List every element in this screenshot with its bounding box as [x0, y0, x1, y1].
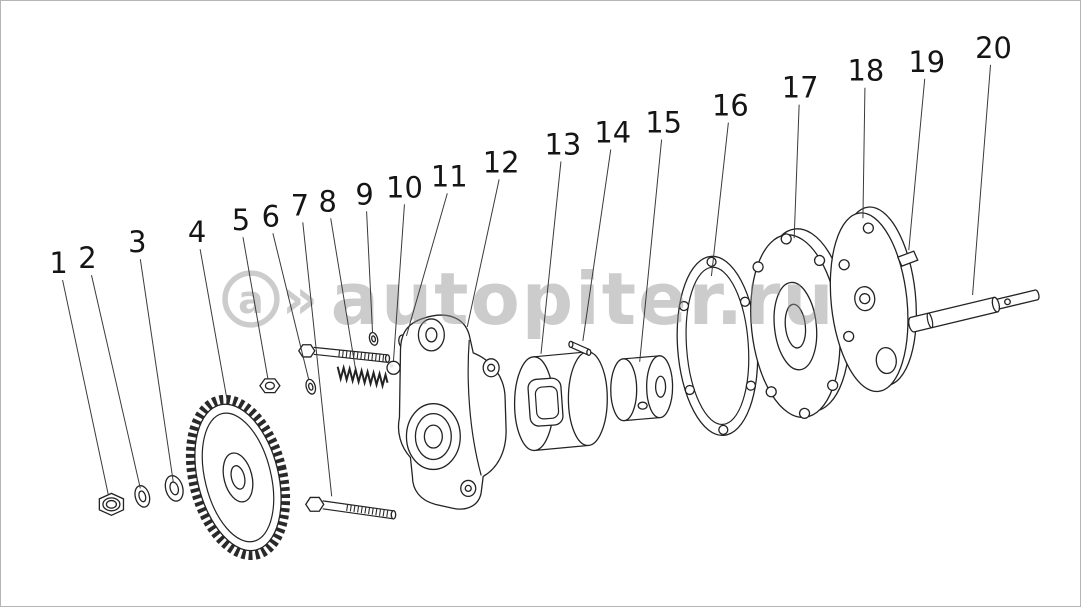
part-washer-small	[305, 378, 317, 395]
leader-line-6	[272, 233, 310, 380]
leader-line-7	[302, 222, 333, 497]
part-number-14: 14	[594, 116, 631, 150]
part-number-5: 5	[232, 203, 250, 237]
leader-line-10	[392, 204, 405, 361]
callout-19: 19	[908, 45, 945, 251]
bolt-threads	[346, 503, 392, 518]
part-pump-body	[397, 314, 507, 510]
part-washer-tiny	[368, 331, 379, 346]
callouts-layer: 1 2 3 4 5 6 7 8	[49, 31, 1012, 497]
part-number-18: 18	[848, 54, 885, 88]
callout-16: 16	[710, 89, 749, 277]
watermark: a » autopiter.ru	[222, 257, 836, 341]
callout-5: 5	[232, 203, 269, 379]
part-number-11: 11	[431, 159, 468, 193]
part-number-6: 6	[262, 199, 280, 233]
part-pump-cover	[750, 228, 851, 419]
part-outer-rotor	[513, 351, 608, 452]
watermark-circle-a-icon	[222, 270, 280, 328]
callout-2: 2	[78, 241, 141, 489]
watermark-site: autopiter.ru	[331, 257, 836, 341]
part-number-7: 7	[291, 188, 309, 222]
part-number-17: 17	[782, 71, 819, 105]
leader-line-19	[908, 78, 926, 251]
part-bolt-lower	[305, 496, 397, 520]
part-spring	[336, 363, 389, 390]
callout-6: 6	[262, 199, 310, 380]
part-number-13: 13	[545, 127, 582, 161]
leader-line-8	[330, 218, 357, 370]
part-pin	[568, 340, 592, 356]
callout-4: 4	[188, 215, 228, 400]
watermark-chevrons: »	[282, 267, 318, 332]
leader-line-3	[139, 259, 174, 482]
callout-14: 14	[582, 116, 631, 341]
callout-18: 18	[848, 54, 885, 219]
leader-line-2	[90, 274, 141, 489]
part-number-4: 4	[188, 215, 206, 249]
leader-line-18	[862, 87, 866, 219]
callout-8: 8	[319, 184, 357, 370]
part-inner-rotor	[610, 355, 674, 422]
leader-line-11	[405, 193, 448, 337]
leader-line-5	[242, 237, 269, 379]
part-number-10: 10	[386, 170, 423, 204]
leader-line-16	[710, 122, 729, 277]
part-gear	[185, 394, 291, 561]
part-key	[896, 250, 919, 267]
part-number-3: 3	[128, 225, 146, 259]
callout-9: 9	[355, 177, 374, 333]
callout-11: 11	[405, 159, 468, 337]
part-plug	[259, 378, 281, 394]
leader-line-15	[639, 139, 663, 362]
leader-line-14	[582, 149, 612, 341]
callout-3: 3	[128, 225, 174, 482]
leader-line-20	[972, 64, 992, 296]
callout-10: 10	[386, 170, 423, 361]
part-end-plate	[829, 206, 917, 393]
part-ball	[386, 360, 401, 375]
leader-line-4	[199, 249, 228, 400]
part-number-16: 16	[712, 89, 749, 123]
gear-teeth	[185, 394, 291, 561]
callout-13: 13	[540, 127, 582, 354]
part-number-8: 8	[319, 184, 337, 218]
bolt-threads	[338, 350, 385, 362]
callout-1: 1	[49, 246, 109, 496]
part-hex-nut	[98, 492, 125, 517]
parts-layer	[98, 206, 1040, 561]
leader-line-13	[540, 161, 562, 354]
callout-15: 15	[639, 106, 682, 362]
part-shaft	[908, 289, 1040, 333]
callout-20: 20	[972, 31, 1012, 296]
part-number-1: 1	[49, 246, 67, 280]
part-bolt-upper	[298, 344, 391, 363]
part-number-19: 19	[908, 45, 945, 79]
leader-line-1	[62, 279, 109, 496]
part-number-9: 9	[355, 177, 373, 211]
part-number-2: 2	[78, 241, 96, 275]
part-number-20: 20	[975, 31, 1012, 65]
part-lock-washer	[164, 475, 184, 502]
leader-line-9	[366, 211, 374, 333]
part-washer	[134, 485, 151, 508]
leader-line-12	[466, 179, 500, 328]
callout-17: 17	[782, 71, 819, 239]
callout-7: 7	[291, 188, 333, 497]
part-number-15: 15	[645, 106, 682, 140]
part-number-12: 12	[483, 145, 520, 179]
callout-12: 12	[466, 145, 520, 328]
leader-line-17	[793, 104, 800, 239]
